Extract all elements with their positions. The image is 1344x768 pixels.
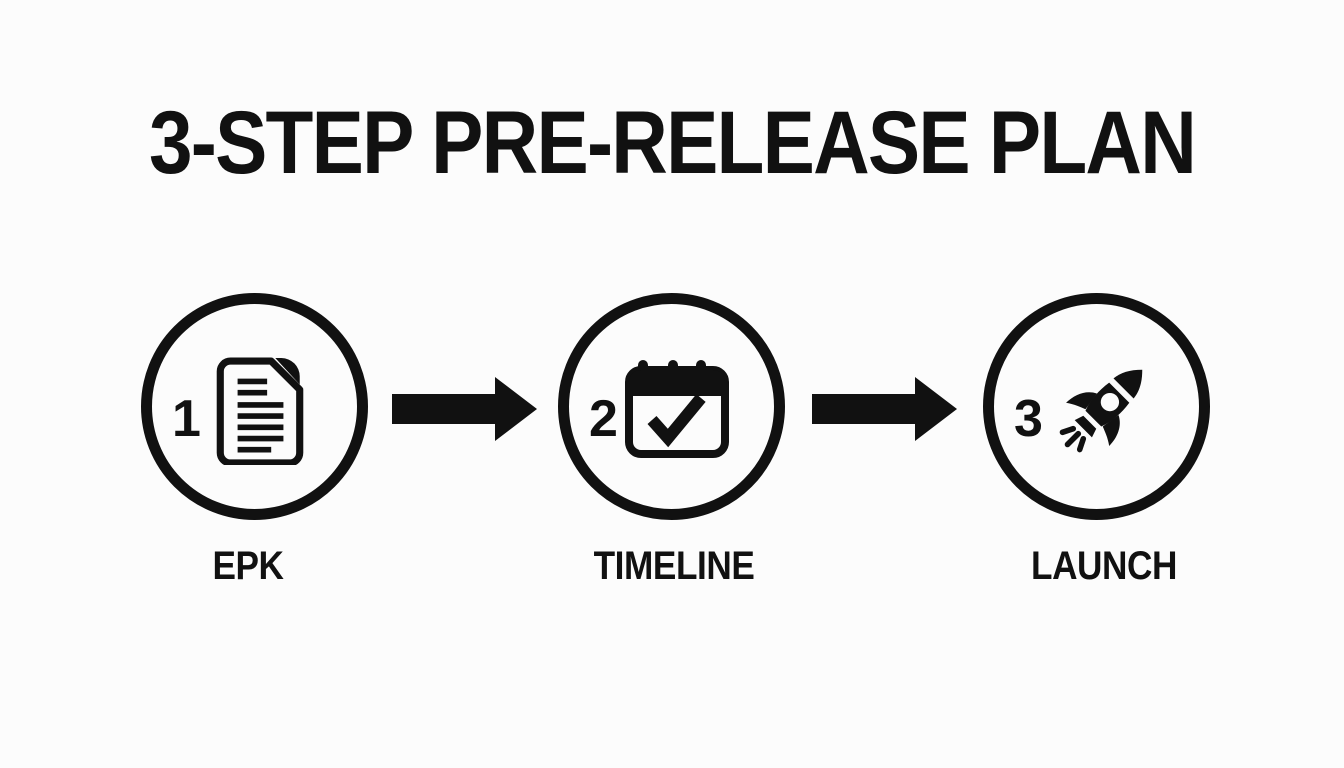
arrow-right-icon [392, 377, 537, 441]
document-icon [216, 355, 304, 467]
step-number: 1 [172, 389, 201, 448]
step-number: 3 [1014, 389, 1043, 448]
step-number: 2 [589, 389, 618, 448]
arrow-right-icon [812, 377, 957, 441]
step-label-launch: LAUNCH [1031, 544, 1177, 588]
step-label-epk: EPK [212, 544, 284, 588]
step-circle-timeline: 2 [558, 293, 785, 520]
step-circle-epk: 1 [141, 293, 368, 520]
step-circle-launch: 3 [983, 293, 1210, 520]
step-label-timeline: TIMELINE [593, 544, 755, 588]
page-title: 3-STEP PRE-RELEASE PLAN [148, 92, 1197, 192]
rocket-icon [1041, 349, 1163, 471]
calendar-check-icon [624, 359, 729, 460]
